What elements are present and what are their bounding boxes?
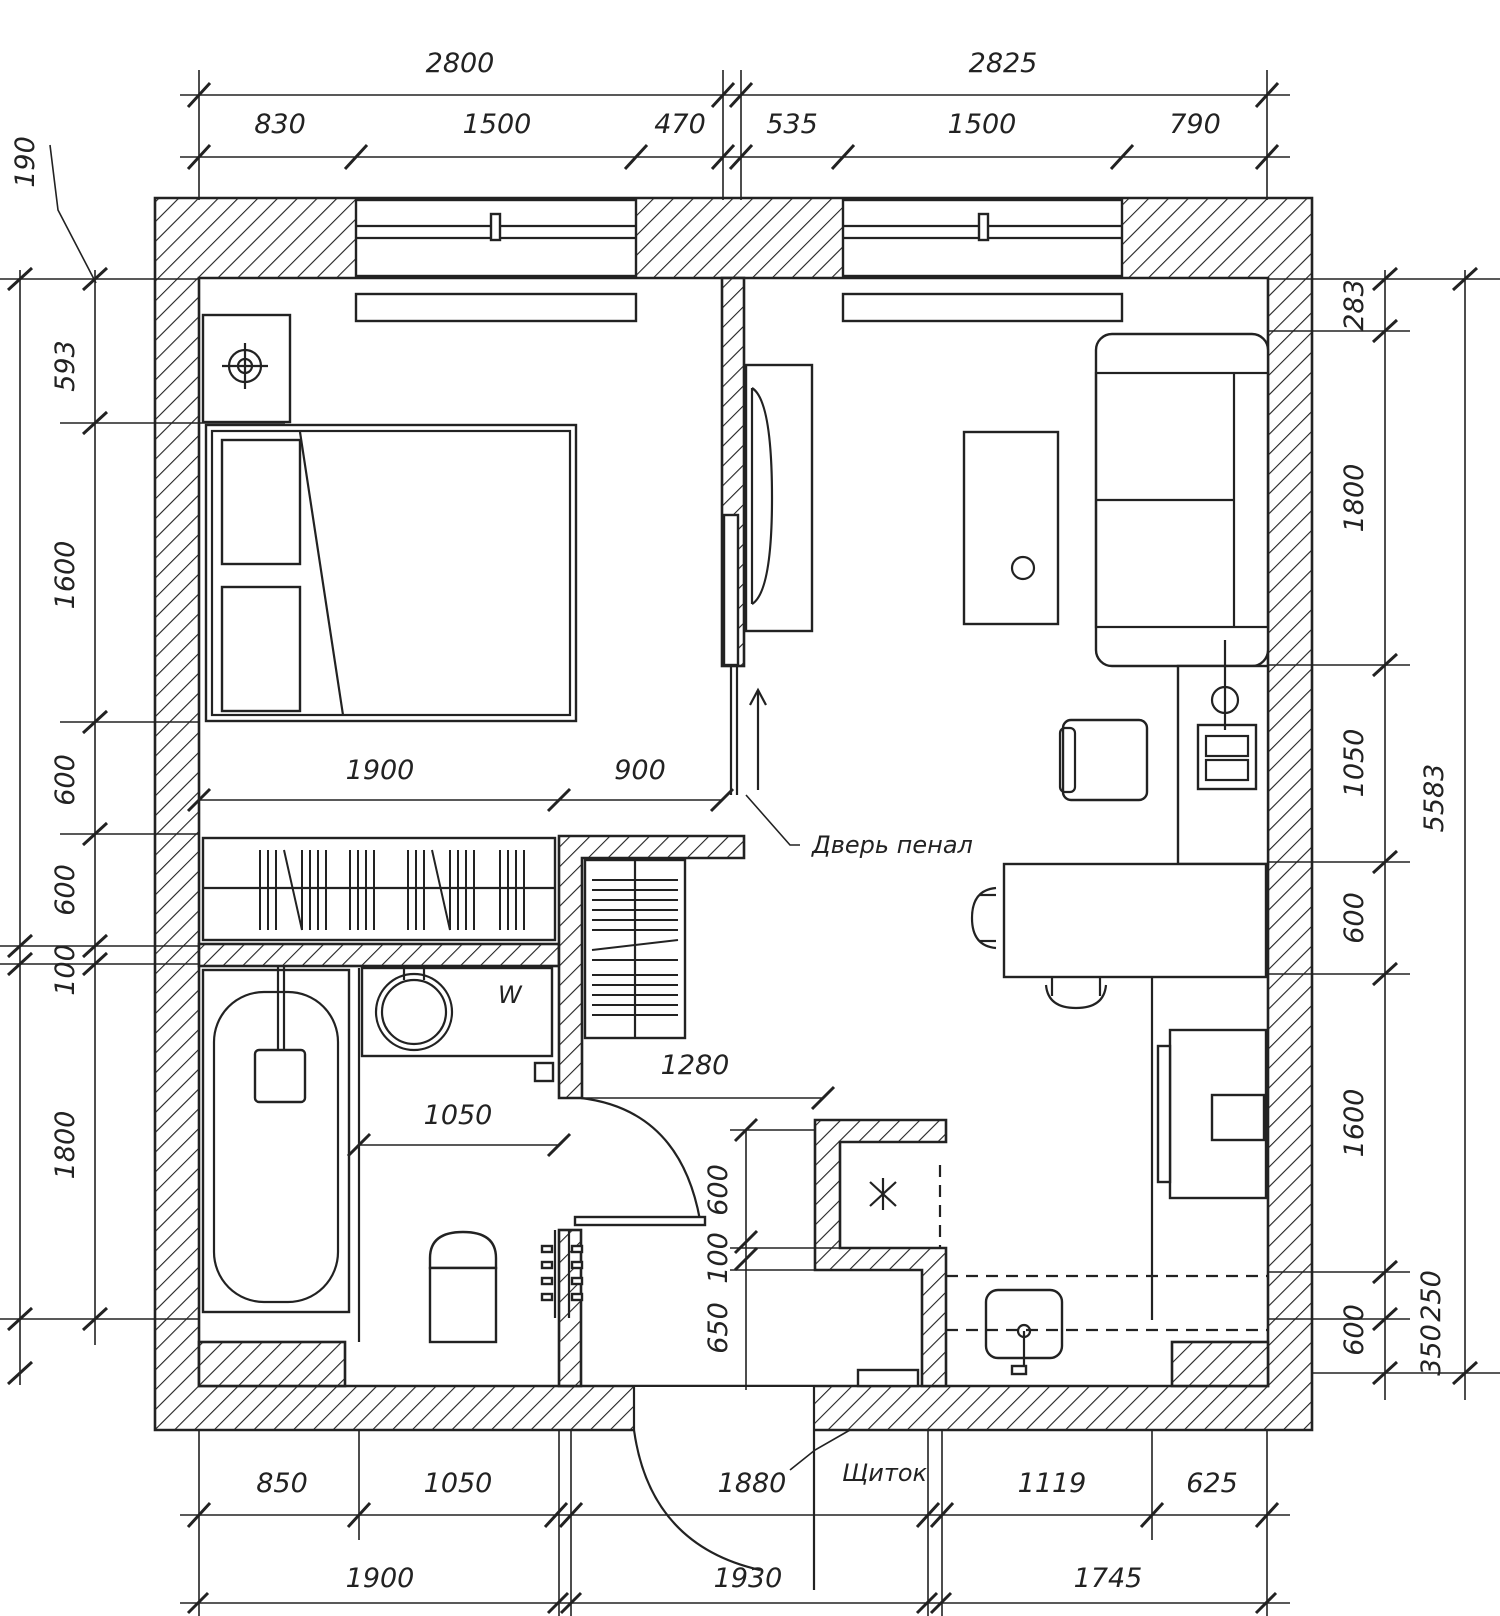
dim-right-seg-5: 1600 — [1339, 1089, 1370, 1158]
washer-label: W — [498, 981, 523, 1009]
chair-left — [970, 886, 997, 950]
dim-bottom-seg-5: 625 — [1186, 1468, 1238, 1499]
dim-left-seg-4: 600 — [50, 864, 81, 916]
dim-hall-wardrobe: 1280 — [661, 1050, 730, 1081]
dim-entry-100: 100 — [703, 1232, 734, 1284]
dim-entry-600: 600 — [703, 1164, 734, 1216]
hangers — [259, 849, 525, 931]
dimension-lines — [0, 70, 1500, 1616]
nightstand — [201, 313, 292, 424]
pillow-1 — [220, 438, 302, 566]
leader-sliding-door — [745, 794, 800, 846]
dim-bed-side: 900 — [614, 755, 666, 786]
dim-right-seg-2: 1800 — [1339, 464, 1370, 533]
living-room — [744, 292, 1270, 1376]
pillow-2 — [220, 585, 302, 713]
dim-bottom-seg-3: 1880 — [718, 1468, 787, 1499]
partition-bedroom-hall — [197, 942, 561, 968]
bath-door-swing — [580, 1096, 702, 1221]
dim-top-seg-2: 1500 — [463, 109, 532, 140]
entry-door-swing — [632, 1429, 761, 1572]
dim-top-overall-1: 2800 — [426, 48, 495, 79]
kitchen-chair — [1061, 718, 1149, 802]
dim-right-seg-4: 600 — [1339, 892, 1370, 944]
radiator-living — [841, 292, 1124, 323]
shaft-symbol-icon — [869, 1178, 897, 1210]
dim-left-seg-3: 600 — [50, 754, 81, 806]
dim-left-seg-2: 1600 — [50, 541, 81, 610]
dining-table — [1002, 862, 1268, 979]
note-panel: Щиток — [842, 1459, 928, 1487]
dim-top-overall-2: 2825 — [969, 48, 1038, 79]
hall-hangers — [591, 879, 679, 1016]
dim-bottom-seg-2: 1050 — [424, 1468, 493, 1499]
dim-right-seg-6: 250 — [1416, 1270, 1447, 1322]
entrance-opening — [634, 1387, 814, 1432]
exterior-walls — [153, 196, 1314, 1432]
dim-top-seg-5: 1500 — [948, 109, 1017, 140]
bath-door[interactable] — [573, 1215, 707, 1227]
leader-panel — [789, 1429, 851, 1471]
dim-bottom-seg-1: 850 — [256, 1468, 308, 1499]
dim-top-seg-1: 830 — [254, 109, 306, 140]
decor-icon — [1010, 555, 1036, 581]
bedroom — [201, 292, 767, 942]
niche-left — [197, 1340, 347, 1388]
dim-bottom-seg-4: 1119 — [1018, 1468, 1087, 1499]
fridge-box — [1210, 1093, 1266, 1142]
dim-bath-width: 1050 — [424, 1100, 493, 1131]
dim-left-seg-1: 593 — [50, 340, 81, 392]
dim-top-seg-6: 790 — [1169, 109, 1221, 140]
dim-right-seg-1: 283 — [1339, 279, 1370, 331]
dim-bottom-overall-1: 1900 — [346, 1563, 415, 1594]
washbasin — [374, 972, 454, 1052]
washbasin-cabinet — [360, 966, 554, 1058]
shaft-wall — [813, 1118, 948, 1388]
note-sliding-door: Дверь пенал — [811, 831, 973, 859]
hall — [573, 858, 920, 1590]
dim-bed: 1900 — [346, 755, 415, 786]
dim-right-seg-7: 600 — [1339, 1304, 1370, 1356]
niche-right — [1170, 1340, 1270, 1388]
toilet — [428, 1230, 498, 1270]
dim-top-seg-3: 470 — [654, 109, 706, 140]
dim-bottom-overall-2: 1930 — [714, 1563, 783, 1594]
dim-right-seg-8: 350 — [1416, 1324, 1447, 1376]
towel-warmer — [540, 1230, 584, 1318]
dimension-text: 2800 2825 830 1500 470 535 1500 790 850 … — [10, 48, 1450, 1594]
panel-box — [856, 1368, 920, 1388]
bathtub — [201, 968, 351, 1314]
dim-right-seg-3: 1050 — [1339, 729, 1370, 798]
dim-entry-650: 650 — [703, 1302, 734, 1354]
tv — [751, 387, 774, 605]
radiator — [354, 292, 638, 323]
dim-left-seg-6: 1800 — [50, 1111, 81, 1180]
partition-hall-corner — [557, 834, 746, 1100]
tv-stand — [744, 363, 814, 633]
dim-bottom-overall-3: 1745 — [1074, 1563, 1143, 1594]
dim-left-small: 190 — [10, 136, 41, 188]
bathroom: W — [201, 965, 584, 1344]
dim-top-seg-4: 535 — [766, 109, 818, 140]
sliding-door[interactable] — [722, 513, 740, 667]
chair-bottom — [1044, 984, 1108, 1010]
coffee-table — [962, 430, 1060, 626]
dim-right-overall: 5583 — [1419, 764, 1450, 833]
dim-left-seg-5: 100 — [50, 944, 81, 996]
